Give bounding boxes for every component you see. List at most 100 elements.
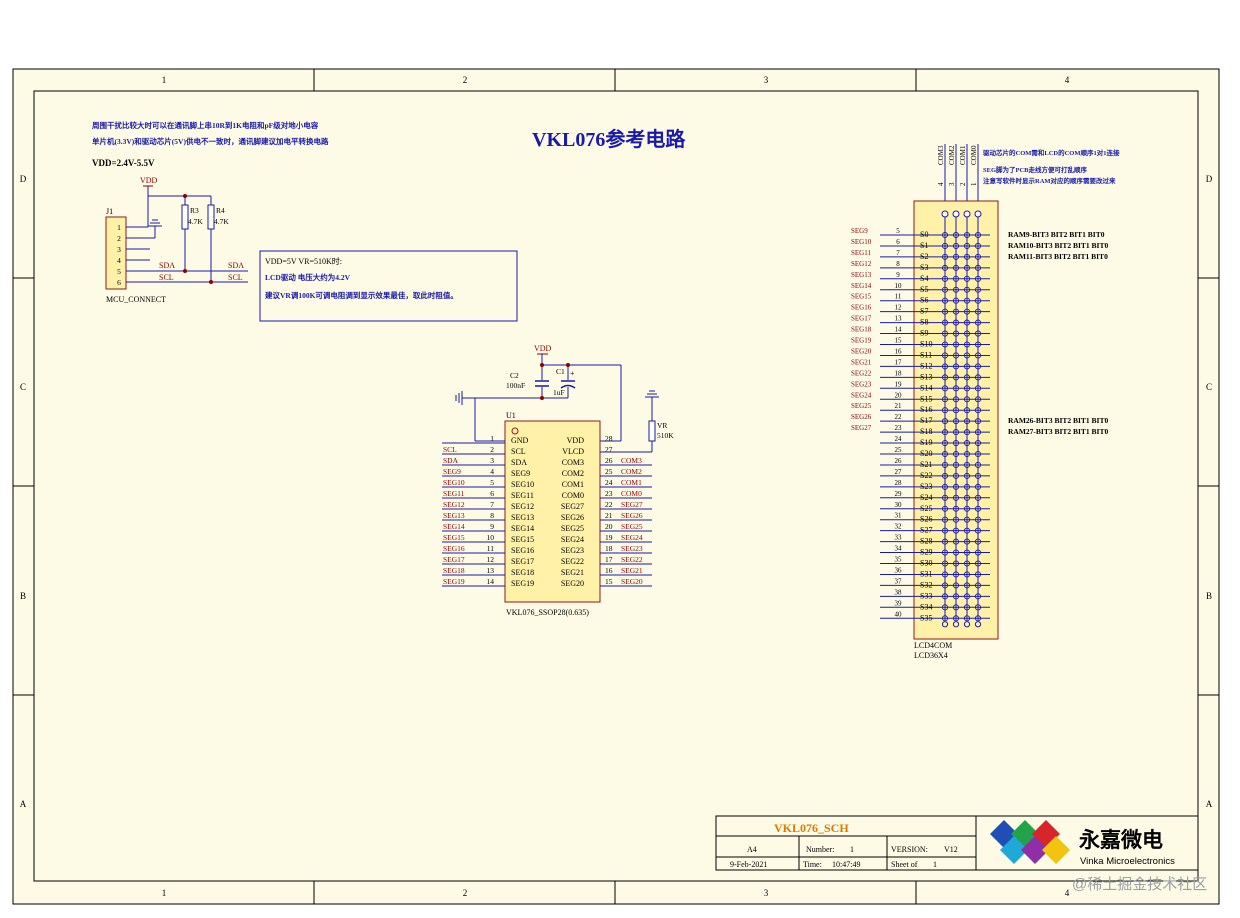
lcd-pixel-node <box>974 341 982 348</box>
lcd-pixel-node <box>963 253 971 260</box>
connector-pin: 1 <box>117 223 121 232</box>
lcd-pixel-node <box>963 505 971 512</box>
resistor-value: 4.7K <box>214 217 229 226</box>
lcd-pixel-node <box>963 604 971 611</box>
ram-map-label: RAM10-BIT3 BIT2 BIT1 BIT0 <box>1008 241 1108 250</box>
net-label: SEG18 <box>443 566 465 575</box>
sheet-value: 1 <box>933 860 937 869</box>
time-value: 10:47:49 <box>832 860 860 869</box>
zone-dividers <box>13 69 1219 904</box>
ic-pin-name: COM0 <box>562 491 584 500</box>
capacitor-c1-curve <box>560 384 576 389</box>
ic-body <box>504 420 601 603</box>
info-line-1: VDD=5V VR=510K时: <box>265 256 342 266</box>
net-label: SEG16 <box>851 304 872 312</box>
lcd-com-terminal <box>952 210 960 218</box>
lcd-pixel-node <box>952 297 960 304</box>
ic-pin-name: COM2 <box>562 469 584 478</box>
col-label: 4 <box>1065 888 1070 898</box>
lcd-pixel-node <box>952 494 960 501</box>
lcd-pixel-node <box>952 253 960 260</box>
lcd-pin-number: 39 <box>895 599 903 607</box>
ic-pin-number: 6 <box>490 489 494 498</box>
lcd-panel: LCD4COM LCD36X4 驱动芯片的COM需和LCD的COM顺序1对1连接… <box>851 144 1120 660</box>
row-label: A <box>20 799 27 809</box>
lcd-pixel-node <box>952 242 960 249</box>
net-label: SEG15 <box>851 293 872 301</box>
lcd-seg-name: S31 <box>920 569 932 578</box>
lcd-pixel-node <box>974 582 982 589</box>
lcd-pixel-node <box>941 418 949 425</box>
lcd-pixel-node <box>941 593 949 600</box>
lcd-pixel-node <box>941 319 949 326</box>
lcd-pin-number: 11 <box>895 293 902 301</box>
lcd-seg-name: S5 <box>920 285 928 294</box>
lcd-pixel-node <box>963 450 971 458</box>
lcd-pin-number: 16 <box>895 347 903 355</box>
lcd-seg-name: S12 <box>920 361 932 370</box>
lcd-pixel-node <box>952 582 960 589</box>
lcd-pixel-node <box>963 621 971 628</box>
lcd-pin-number: 33 <box>895 534 903 542</box>
ic-pin-number: 21 <box>605 511 613 520</box>
lcd-pixel-node <box>974 483 982 490</box>
ic-pin-number: 17 <box>605 555 613 564</box>
lcd-pin-number: 13 <box>895 315 903 323</box>
ground-symbol-ic <box>455 391 463 405</box>
lcd-seg-name: S14 <box>920 383 932 392</box>
net-label: SEG24 <box>621 533 643 542</box>
lcd-pixel-node <box>963 407 971 414</box>
lcd-pin-number: 40 <box>895 610 903 618</box>
lcd-pixel-node <box>952 538 960 545</box>
lcd-pin-number: 6 <box>896 238 900 246</box>
lcd-seg-name: S25 <box>920 504 932 513</box>
lcd-pixel-node <box>963 429 971 436</box>
lcd-pin-number: 17 <box>895 358 903 366</box>
ground-symbol-vr <box>645 390 659 400</box>
lcd-pixel-node <box>952 560 960 567</box>
lcd-pixel-node <box>952 621 960 628</box>
lcd-pixel-node <box>974 396 982 403</box>
lcd-pixel-node <box>974 264 982 271</box>
ic-pin-name: SEG14 <box>511 524 534 533</box>
lcd-pin-number: 38 <box>895 588 903 596</box>
net-label: SEG9 <box>851 227 868 235</box>
lcd-pixel-node <box>941 621 949 628</box>
lcd-note-3: 注意写软件时显示RAM对应的顺序需要改过来 <box>983 176 1116 185</box>
ic-pin-number: 22 <box>605 500 613 509</box>
ic-pin-name: SEG15 <box>511 535 534 544</box>
lcd-pixel-node <box>952 429 960 436</box>
row-label: D <box>20 174 27 184</box>
lcd-pixel-node <box>963 549 971 556</box>
lcd-pixel-node <box>974 330 982 337</box>
ic-pin-name: SEG17 <box>511 557 534 566</box>
lcd-seg-name: S7 <box>920 307 928 316</box>
lcd-pixel-node <box>963 297 971 304</box>
ram-map-label: RAM9-BIT3 BIT2 BIT1 BIT0 <box>1008 230 1105 239</box>
lcd-pixel-node <box>963 330 971 337</box>
col-label: 3 <box>764 75 769 85</box>
ic-ref: U1 <box>506 411 516 420</box>
net-label: SEG27 <box>621 500 643 509</box>
net-label: SEG12 <box>443 500 465 509</box>
ic-pin-name: SEG22 <box>561 557 584 566</box>
net-label: SEG23 <box>621 544 643 553</box>
lcd-pixel-node <box>941 275 949 282</box>
net-label: SDA <box>443 456 459 465</box>
lcd-seg-name: S29 <box>920 548 932 557</box>
lcd-pixel-node <box>974 275 982 282</box>
lcd-pixel-node <box>952 472 960 479</box>
lcd-pixel-node <box>974 549 982 556</box>
net-label: SCL <box>443 445 457 454</box>
lcd-pin-number: 23 <box>895 424 903 432</box>
lcd-pixel-node <box>941 264 949 271</box>
col-label: 3 <box>764 888 769 898</box>
lcd-seg-name: S9 <box>920 329 928 338</box>
capacitor-ref: C2 <box>510 371 519 380</box>
lcd-pixel-node <box>941 308 949 315</box>
lcd-pixel-node <box>974 505 982 512</box>
lcd-pixel-node <box>952 549 960 556</box>
lcd-pin-number: 24 <box>895 435 903 443</box>
lcd-pixel-node <box>974 450 982 458</box>
lcd-com-label: COM3 <box>937 145 945 165</box>
